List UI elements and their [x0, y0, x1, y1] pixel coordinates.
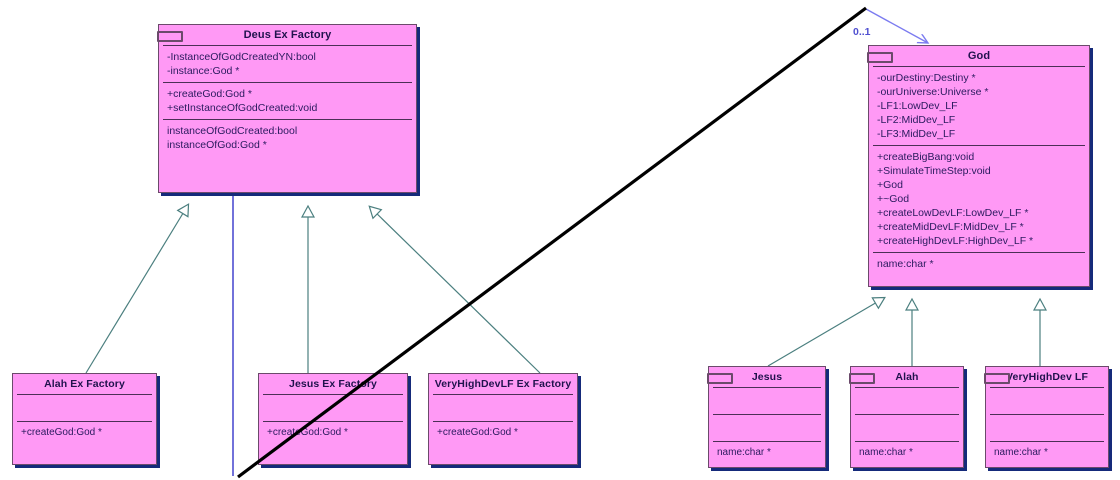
- operation-row: +createGod:God *: [267, 427, 348, 438]
- operation-row: +createBigBang:void: [877, 151, 975, 163]
- class-tab-icon: [984, 373, 1010, 384]
- extra-row: name:char *: [717, 447, 771, 458]
- attribute-row: -LF2:MidDev_LF: [877, 114, 956, 126]
- operations-compartment: [851, 415, 963, 441]
- divider: [855, 414, 959, 415]
- operations-compartment: +createBigBang:void +SimulateTimeStep:vo…: [869, 146, 1089, 252]
- class-deus-ex-factory[interactable]: Deus Ex Factory -InstanceOfGodCreatedYN:…: [157, 24, 417, 193]
- class-title: VeryHighDevLF Ex Factory: [434, 378, 572, 390]
- operation-row: +setInstanceOfGodCreated:void: [167, 102, 318, 114]
- divider: [873, 66, 1085, 67]
- divider: [17, 394, 152, 395]
- class-title: Jesus Ex Factory: [289, 378, 377, 390]
- inheritance-jesus-to-god: [767, 298, 884, 367]
- attribute-row: -InstanceOfGodCreatedYN:bool: [167, 51, 316, 63]
- attributes-compartment: [429, 395, 577, 421]
- divider: [873, 252, 1085, 253]
- attributes-compartment: [13, 395, 156, 421]
- class-jesus[interactable]: Jesus name:char *: [707, 366, 826, 468]
- association-arrow-to-god: [865, 8, 928, 43]
- class-title: Alah Ex Factory: [44, 378, 125, 390]
- extra-compartment: name:char *: [709, 442, 825, 464]
- class-tab-icon: [707, 373, 733, 384]
- class-title: Deus Ex Factory: [243, 29, 332, 41]
- operation-row: +createGod:God *: [167, 88, 252, 100]
- extra-compartment: instanceOfGodCreated:bool instanceOfGod:…: [159, 120, 416, 156]
- class-alah-ex-factory[interactable]: Alah Ex Factory +createGod:God *: [12, 373, 157, 465]
- attribute-row: -ourDestiny:Destiny *: [877, 72, 976, 84]
- operations-compartment: +createGod:God *: [13, 422, 156, 444]
- operations-compartment: [709, 415, 825, 441]
- class-tab-icon: [867, 52, 893, 63]
- operation-row: +SimulateTimeStep:void: [877, 165, 991, 177]
- class-alah[interactable]: Alah name:char *: [849, 366, 964, 468]
- divider: [990, 387, 1104, 388]
- class-title: God: [967, 50, 991, 62]
- operations-compartment: +createGod:God *: [429, 422, 577, 444]
- operations-compartment: [986, 415, 1108, 441]
- attribute-row: -LF1:LowDev_LF: [877, 100, 958, 112]
- divider: [990, 441, 1104, 442]
- class-veryhighdev-lf[interactable]: VeryHighDev LF name:char *: [984, 366, 1109, 468]
- class-tab-icon: [157, 31, 183, 42]
- class-jesus-ex-factory[interactable]: Jesus Ex Factory +createGod:God *: [258, 373, 408, 465]
- extra-compartment: name:char *: [986, 442, 1108, 464]
- attributes-compartment: -ourDestiny:Destiny * -ourUniverse:Unive…: [869, 67, 1089, 145]
- operations-compartment: +createGod:God * +setInstanceOfGodCreate…: [159, 83, 416, 119]
- extra-row: name:char *: [994, 447, 1048, 458]
- attributes-compartment: [259, 395, 407, 421]
- attributes-compartment: -InstanceOfGodCreatedYN:bool -instance:G…: [159, 46, 416, 82]
- divider: [855, 387, 959, 388]
- attribute-row: -LF3:MidDev_LF: [877, 128, 956, 140]
- divider: [855, 441, 959, 442]
- extra-row: name:char *: [859, 447, 913, 458]
- class-title: Alah: [895, 371, 919, 383]
- divider: [873, 145, 1085, 146]
- divider: [17, 421, 152, 422]
- divider: [990, 414, 1104, 415]
- inheritance-veryhighdevlfexfactory-to-deusexfactory: [370, 207, 541, 374]
- attribute-row: -instance:God *: [167, 65, 240, 77]
- multiplicity-label-0-1: 0..1: [853, 26, 871, 38]
- operation-row: +God: [877, 179, 903, 191]
- extra-compartment: name:char *: [851, 442, 963, 464]
- attributes-compartment: [851, 388, 963, 414]
- operation-row: +createGod:God *: [21, 427, 102, 438]
- class-veryhighdevlf-ex-factory[interactable]: VeryHighDevLF Ex Factory +createGod:God …: [428, 373, 578, 465]
- extra-row: instanceOfGodCreated:bool: [167, 125, 298, 137]
- operation-row: +createGod:God *: [437, 427, 518, 438]
- operation-row: +~God: [877, 193, 910, 205]
- inheritance-alahexfactory-to-deusexfactory: [85, 205, 188, 374]
- operation-row: +createLowDevLF:LowDev_LF *: [877, 207, 1029, 219]
- class-title: VeryHighDev LF: [1006, 371, 1088, 383]
- class-tab-icon: [849, 373, 875, 384]
- operation-row: +createHighDevLF:HighDev_LF *: [877, 235, 1034, 247]
- extra-row: instanceOfGod:God *: [167, 139, 267, 151]
- operations-compartment: +createGod:God *: [259, 422, 407, 444]
- class-god[interactable]: God -ourDestiny:Destiny * -ourUniverse:U…: [867, 45, 1090, 287]
- attribute-row: -ourUniverse:Universe *: [877, 86, 989, 98]
- operation-row: +createMidDevLF:MidDev_LF *: [877, 221, 1024, 233]
- attributes-compartment: [986, 388, 1108, 414]
- extra-compartment: name:char *: [869, 253, 1089, 275]
- extra-row: name:char *: [877, 258, 934, 270]
- attributes-compartment: [709, 388, 825, 414]
